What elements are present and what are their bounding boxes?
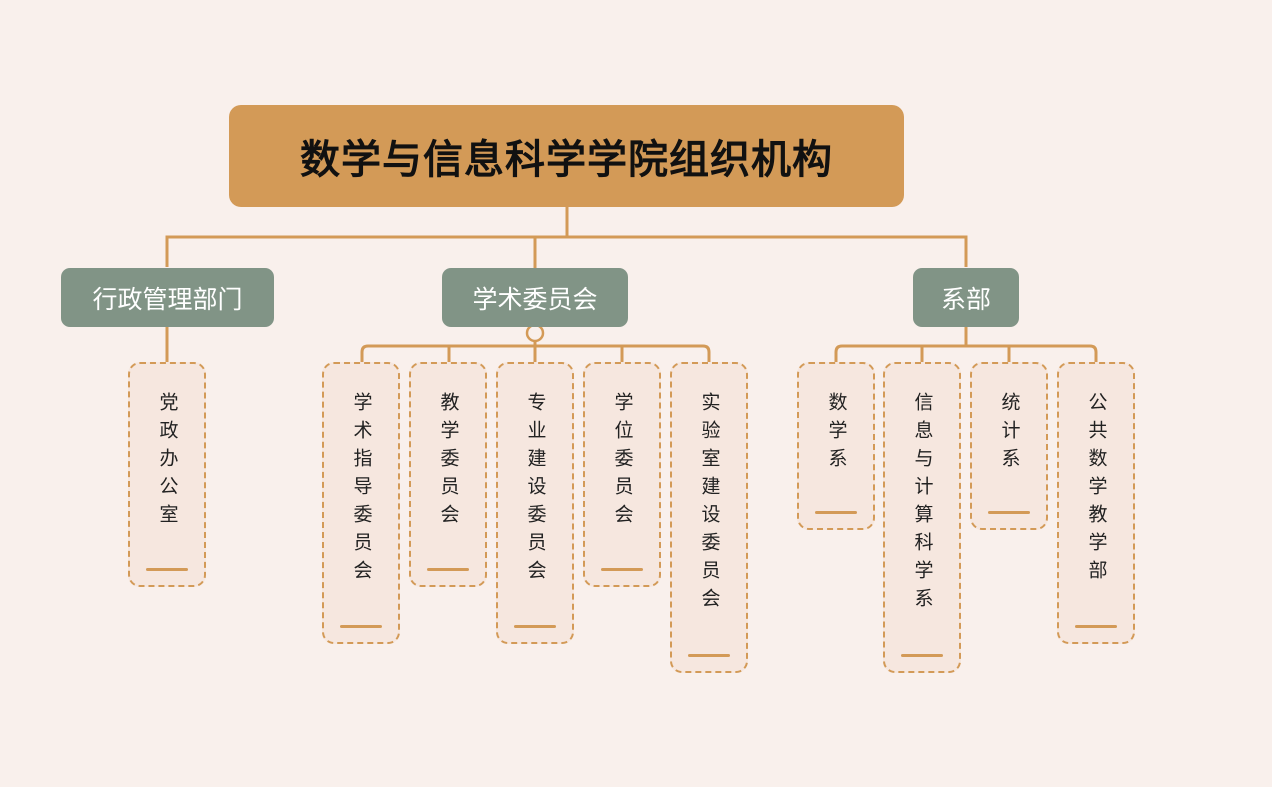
leaf-underline	[146, 568, 188, 571]
leaf-underline	[1075, 625, 1117, 629]
leaf-label: 专业建设委员会	[524, 392, 547, 588]
leaf-label: 统计系	[998, 392, 1021, 476]
leaf-underline	[514, 625, 556, 629]
leaf-underline	[988, 510, 1030, 514]
collapse-toggle	[525, 323, 545, 343]
leaf-label: 学术指导委员会	[350, 392, 373, 588]
leaf-node[interactable]: 实验室建设委员会	[670, 362, 748, 673]
leaf-underline	[901, 653, 943, 657]
leaf-underline	[340, 625, 382, 629]
leaf-node[interactable]: 统计系	[970, 362, 1048, 530]
leaf-label: 教学委员会	[437, 392, 460, 532]
leaf-underline	[815, 510, 857, 514]
leaf-node[interactable]: 教学委员会	[409, 362, 487, 587]
leaf-node[interactable]: 学术指导委员会	[322, 362, 400, 645]
leaf-underline	[688, 653, 730, 657]
leaf-underline	[427, 568, 469, 571]
leaf-node[interactable]: 公共数学教学部	[1057, 362, 1135, 645]
leaf-node[interactable]: 数学系	[797, 362, 875, 530]
leaf-label: 信息与计算科学系	[911, 392, 934, 616]
root-node-title: 数学与信息科学学院组织机构	[229, 105, 904, 207]
category-departments[interactable]: 系部	[913, 268, 1019, 327]
category-admin[interactable]: 行政管理部门	[61, 268, 274, 327]
leaf-node[interactable]: 党政办公室	[128, 362, 206, 587]
leaf-label: 学位委员会	[611, 392, 634, 532]
leaf-label: 党政办公室	[156, 392, 179, 532]
leaf-node[interactable]: 学位委员会	[583, 362, 661, 587]
leaf-underline	[601, 568, 643, 571]
leaf-label: 公共数学教学部	[1085, 392, 1108, 588]
leaf-label: 实验室建设委员会	[698, 392, 721, 616]
leaf-label: 数学系	[825, 392, 848, 476]
leaf-node[interactable]: 专业建设委员会	[496, 362, 574, 645]
leaf-node[interactable]: 信息与计算科学系	[883, 362, 961, 673]
category-academic-committee[interactable]: 学术委员会	[442, 268, 628, 327]
